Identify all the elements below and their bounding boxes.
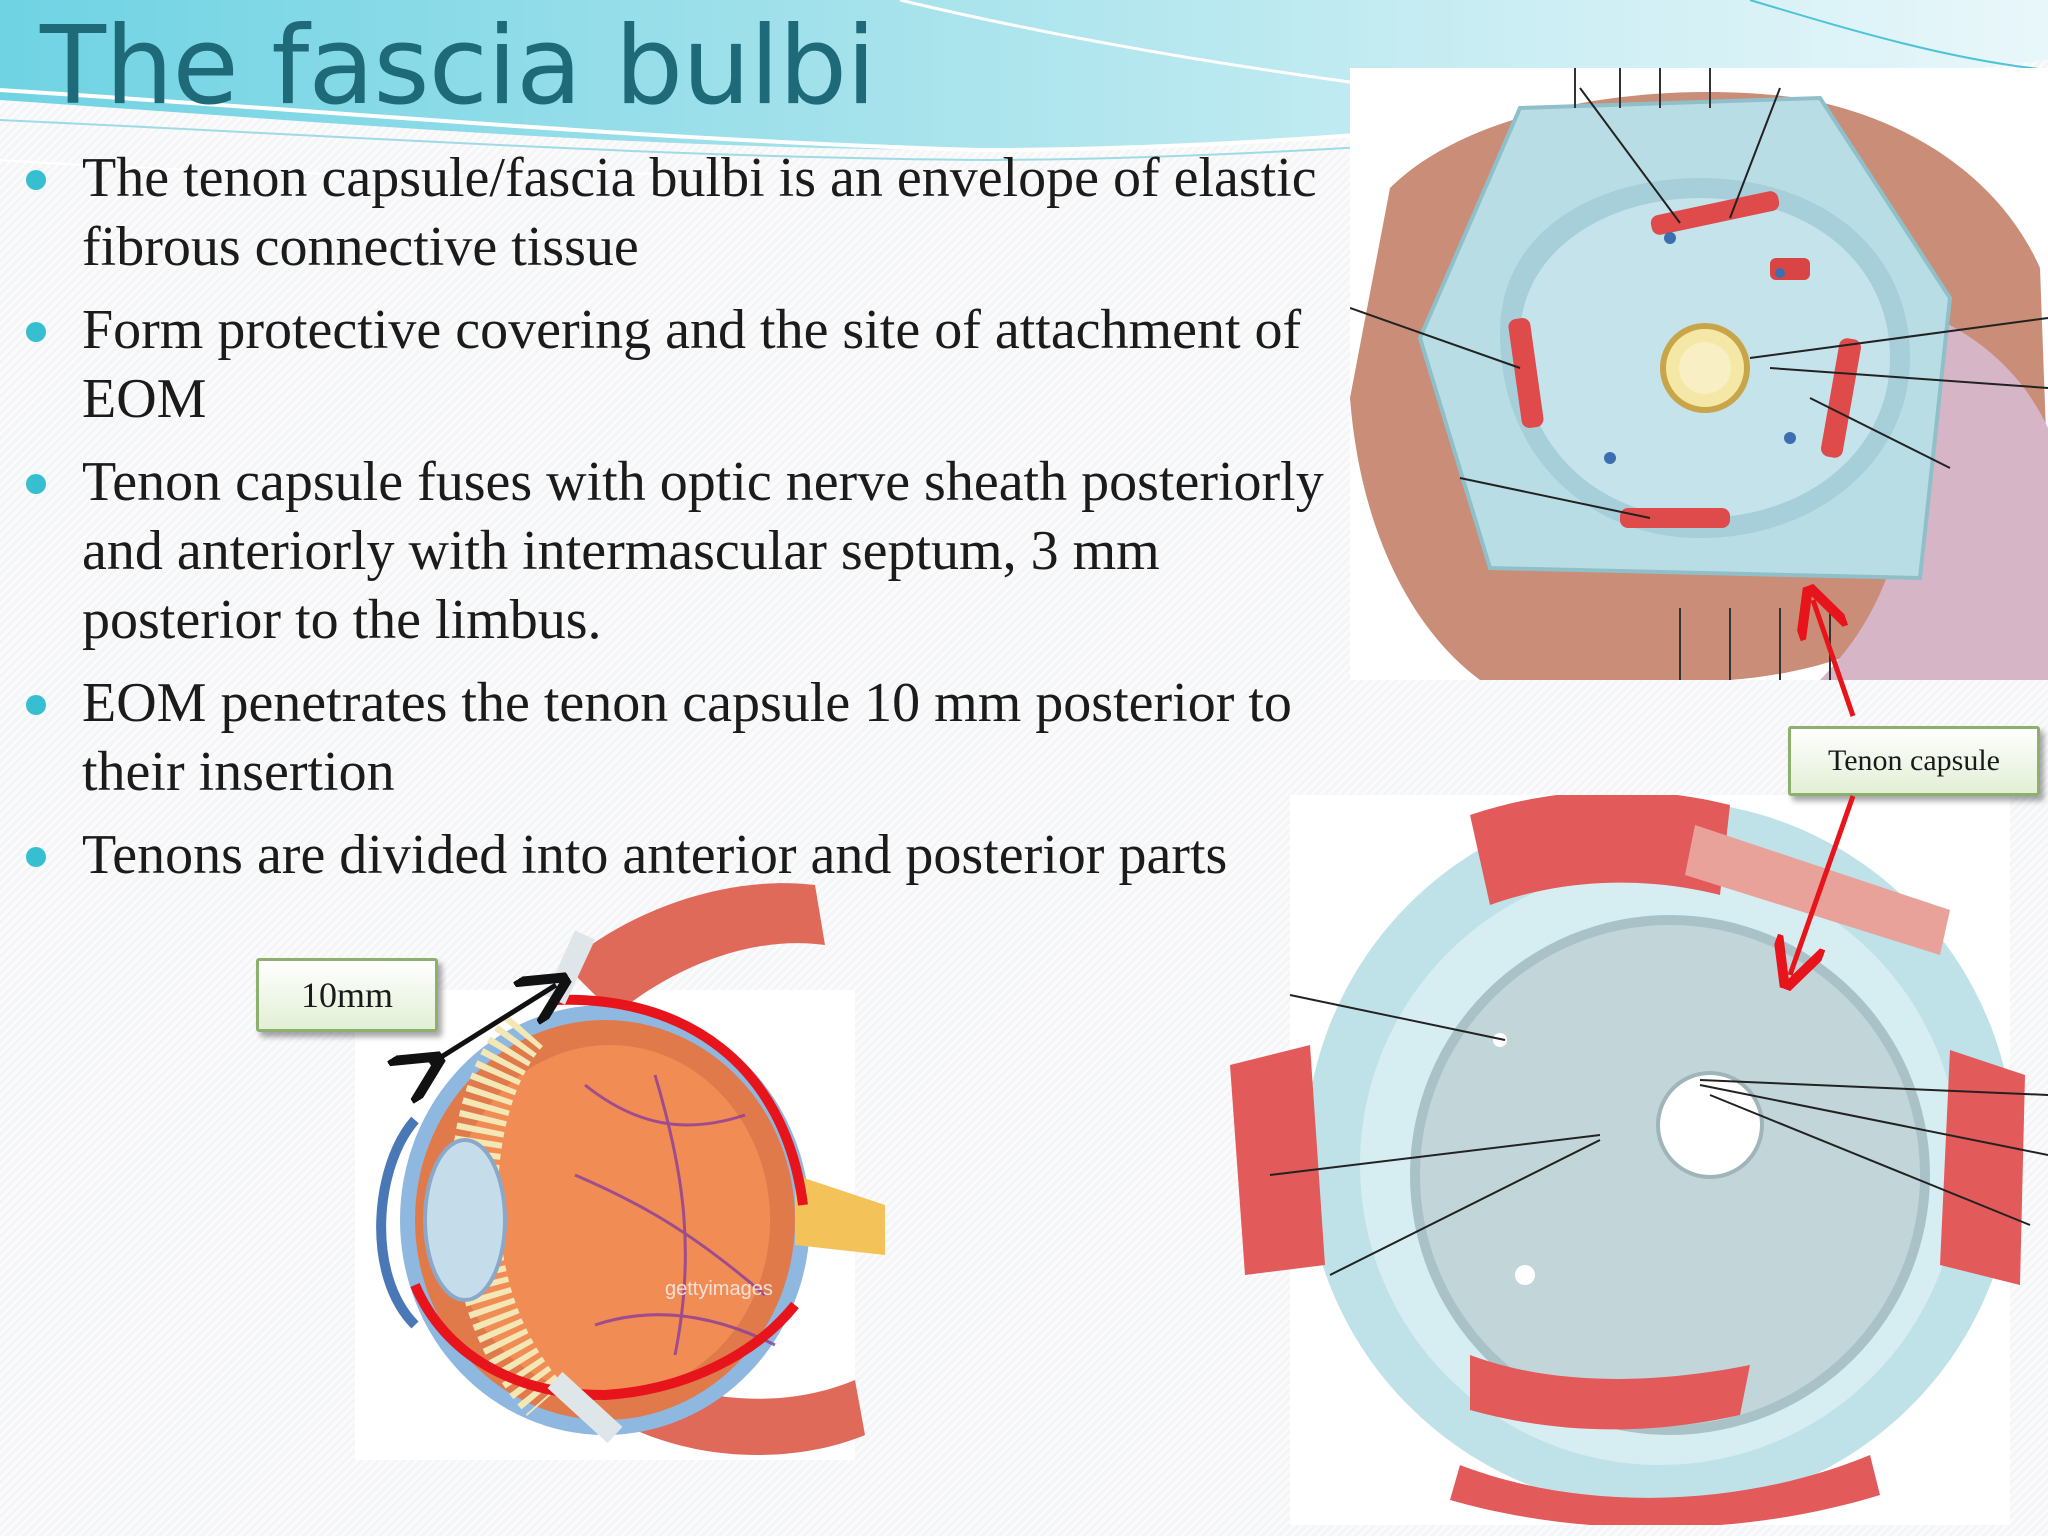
arrow-to-capsule-top bbox=[1813, 600, 1856, 717]
bullet-item: Form protective covering and the site of… bbox=[20, 296, 1355, 434]
gettyimages-watermark: gettyimages bbox=[665, 1278, 773, 1300]
slide-title: The fascia bulbi bbox=[40, 4, 876, 129]
tenon-capsule-label: Tenon capsule bbox=[1788, 726, 2040, 796]
bullet-item: Tenons are divided into anterior and pos… bbox=[20, 821, 1355, 890]
bullet-text: The tenon capsule/fascia bulbi is an env… bbox=[82, 147, 1317, 278]
double-arrow-10mm bbox=[430, 985, 556, 1064]
bullet-dot-icon bbox=[26, 695, 46, 715]
bullet-text: Tenons are divided into anterior and pos… bbox=[82, 824, 1228, 886]
orbit-tenon-capsule-illustration bbox=[1350, 68, 2048, 680]
arrow-to-capsule-bottom bbox=[1790, 795, 1856, 975]
bullet-dot-icon bbox=[26, 170, 46, 190]
bullet-dot-icon bbox=[26, 322, 46, 342]
bullet-dot-icon bbox=[26, 474, 46, 494]
bullet-list: The tenon capsule/fascia bulbi is an env… bbox=[20, 144, 1355, 904]
eye-cross-section-illustration: gettyimages bbox=[355, 883, 885, 1460]
bullet-text: Form protective covering and the site of… bbox=[82, 299, 1302, 430]
globe-tenon-illustration bbox=[1230, 795, 2048, 1525]
bullet-dot-icon bbox=[26, 847, 46, 867]
bullet-item: The tenon capsule/fascia bulbi is an env… bbox=[20, 144, 1355, 282]
bullet-text: EOM penetrates the tenon capsule 10 mm p… bbox=[82, 672, 1292, 803]
bullet-item: Tenon capsule fuses with optic nerve she… bbox=[20, 448, 1355, 655]
bullet-text: Tenon capsule fuses with optic nerve she… bbox=[82, 451, 1324, 651]
bullet-item: EOM penetrates the tenon capsule 10 mm p… bbox=[20, 669, 1355, 807]
